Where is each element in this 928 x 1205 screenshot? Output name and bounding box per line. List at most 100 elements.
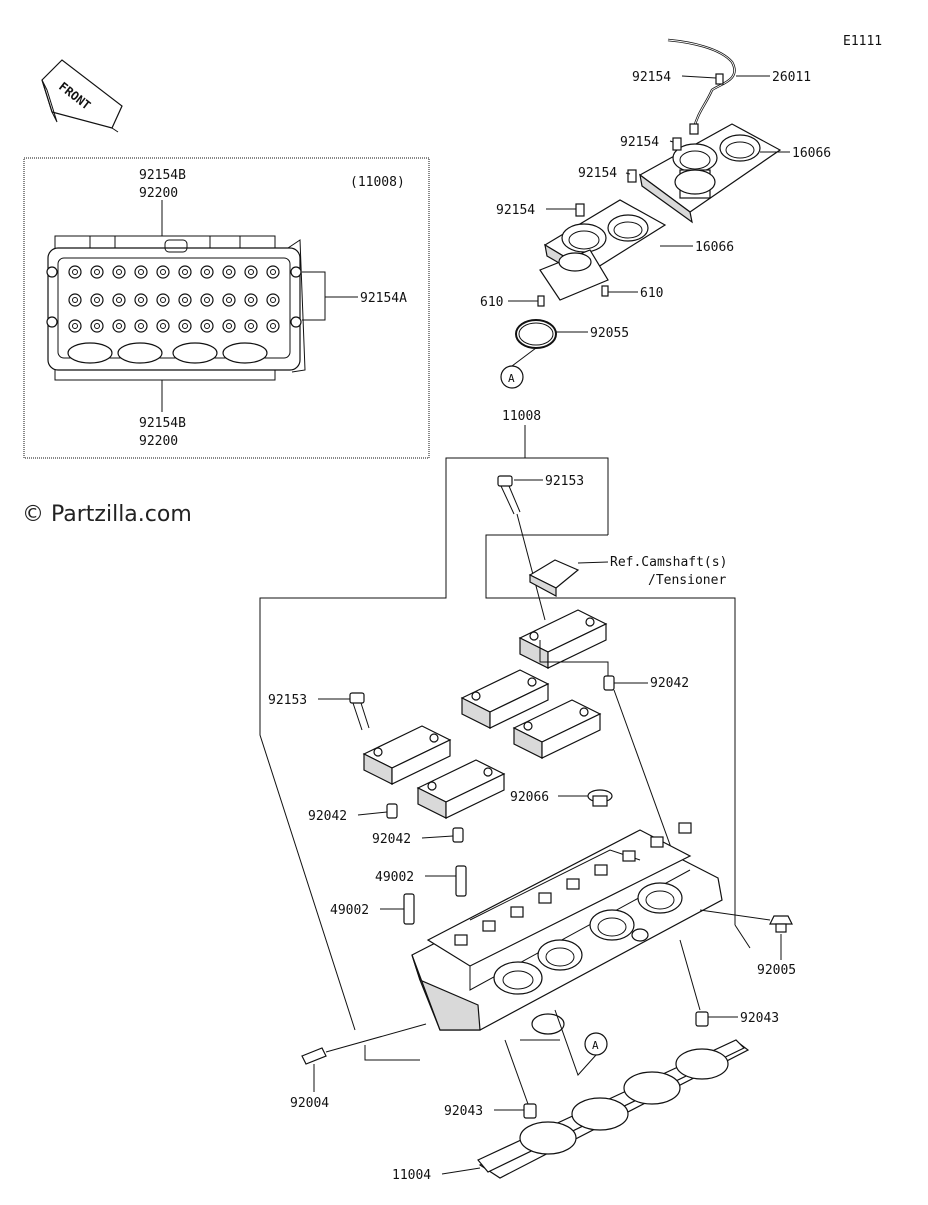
- callout-dowel-cap-right: 92042: [650, 676, 689, 691]
- head-boss: [678, 822, 692, 834]
- camshaft-cap: [416, 759, 506, 819]
- head-boss: [510, 906, 524, 918]
- head-boss: [566, 878, 580, 890]
- stud-front: [301, 1023, 427, 1065]
- inset-bolt-icon: [290, 316, 302, 328]
- callout-hose-bolt: 92154: [632, 70, 671, 85]
- callout-o-ring: 92055: [590, 326, 629, 341]
- callout-stud-front: 92004: [290, 1096, 329, 1111]
- inset-bolt-icon: [222, 319, 236, 333]
- assembly-boundary: 11008: [259, 409, 751, 1061]
- callout-ref-camshaft-2: /Tensioner: [648, 573, 726, 588]
- camshaft-cap: [460, 669, 550, 729]
- bolt-left: [349, 692, 370, 731]
- inset-bolt-icon: [266, 265, 280, 279]
- vacuum-hose: [667, 38, 736, 129]
- cylinder-head-top-view: [46, 239, 306, 373]
- inset-bolt-icon: [156, 265, 170, 279]
- inset-bolt-icon: [178, 293, 192, 307]
- inset-bolt-icon: [90, 265, 104, 279]
- inset-panel: (11008) 92154B 92200 92154B 92200 92154A: [23, 157, 430, 459]
- head-boss: [594, 864, 608, 876]
- inset-bolt-icon: [244, 265, 258, 279]
- callout-dowel-lower-right: 92043: [740, 1011, 779, 1026]
- inset-bolt-icon: [112, 265, 126, 279]
- cylinder-head: [411, 822, 723, 1035]
- callout-pin-right: 610: [640, 286, 663, 301]
- head-boss: [454, 934, 468, 946]
- callout-assembly: 11008: [502, 409, 541, 424]
- callouts-upper: 92154 26011 92154 16066 92154 92154 1606…: [480, 70, 831, 341]
- callout-pin-left: 610: [480, 295, 503, 310]
- camshaft-caps: [362, 609, 608, 819]
- inset-bolt-icon: [222, 293, 236, 307]
- camshaft-cap: [512, 699, 602, 759]
- tensioner-ref-part: [528, 559, 580, 598]
- diagram-code: E1111: [843, 34, 882, 49]
- inset-bolt-icon: [178, 265, 192, 279]
- inset-bolt-icon: [290, 266, 302, 278]
- inset-bolt-icon: [156, 293, 170, 307]
- callout-throttle-body-upper: 16066: [792, 146, 831, 161]
- throttle-body-lower: [539, 199, 667, 301]
- inset-bolt-icon: [46, 266, 58, 278]
- camshaft-cap: [518, 609, 608, 669]
- inset-bolt-icon: [266, 319, 280, 333]
- dowels: [386, 675, 709, 1119]
- callout-hose: 26011: [772, 70, 811, 85]
- head-boss: [650, 836, 664, 848]
- callout-dowel-left: 92042: [308, 809, 347, 824]
- inset-bolt-icon: [222, 265, 236, 279]
- fitting: [769, 915, 793, 933]
- callout-stud-2: 92154: [578, 166, 617, 181]
- front-arrow-icon: FRONT: [41, 59, 123, 133]
- callout-gasket: 11004: [392, 1168, 431, 1183]
- head-boss: [538, 892, 552, 904]
- plug: [587, 789, 613, 807]
- ref-a-bottom-text: A: [592, 1039, 599, 1052]
- watermark: © Partzilla.com: [22, 502, 192, 527]
- callout-throttle-body-lower: 16066: [695, 240, 734, 255]
- head-boss: [622, 850, 636, 862]
- callout-stud-3: 92154: [496, 203, 535, 218]
- callout-bolt-left: 92153: [268, 693, 307, 708]
- callout-ref-camshaft-1: Ref.Camshaft(s): [610, 555, 727, 570]
- inset-assembly-ref: (11008): [350, 175, 405, 190]
- inset-bolt-icon: [68, 319, 82, 333]
- inset-bolt-icon: [112, 293, 126, 307]
- inset-bottom-label-2: 92200: [139, 434, 178, 449]
- throttle-body-assembly: A: [500, 38, 782, 389]
- inset-bolt-icon: [244, 293, 258, 307]
- inset-bolt-icon: [244, 319, 258, 333]
- callout-dowel-mid: 92042: [372, 832, 411, 847]
- inset-bolt-icon: [200, 293, 214, 307]
- inset-bolt-icon: [112, 319, 126, 333]
- inset-bolt-icon: [134, 265, 148, 279]
- inset-bolt-icon: [90, 319, 104, 333]
- throttle-body-upper: [638, 123, 782, 224]
- callout-stud-1: 92154: [620, 135, 659, 150]
- callout-plug: 92066: [510, 790, 549, 805]
- callout-dowel-lower-left: 92043: [444, 1104, 483, 1119]
- inset-bolt-icon: [134, 293, 148, 307]
- inset-bolt-icon: [200, 265, 214, 279]
- o-ring: [515, 319, 557, 349]
- inset-bolt-icon: [68, 265, 82, 279]
- inset-bolt-icon: [266, 293, 280, 307]
- callout-guide-2: 49002: [330, 903, 369, 918]
- camshaft-cap: [362, 725, 452, 785]
- ref-a-top-text: A: [508, 372, 515, 385]
- inset-top-label-1: 92154B: [139, 168, 186, 183]
- inset-bottom-label-1: 92154B: [139, 416, 186, 431]
- callout-fitting: 92005: [757, 963, 796, 978]
- inset-bolt-icon: [134, 319, 148, 333]
- head-boss: [482, 920, 496, 932]
- bolt-top: [497, 475, 546, 621]
- inset-bolt-icon: [68, 293, 82, 307]
- inset-top-label-2: 92200: [139, 186, 178, 201]
- inset-side-label: 92154A: [360, 291, 407, 306]
- head-gasket: [477, 1039, 750, 1179]
- inset-bolt-icon: [178, 319, 192, 333]
- callout-guide-1: 49002: [375, 870, 414, 885]
